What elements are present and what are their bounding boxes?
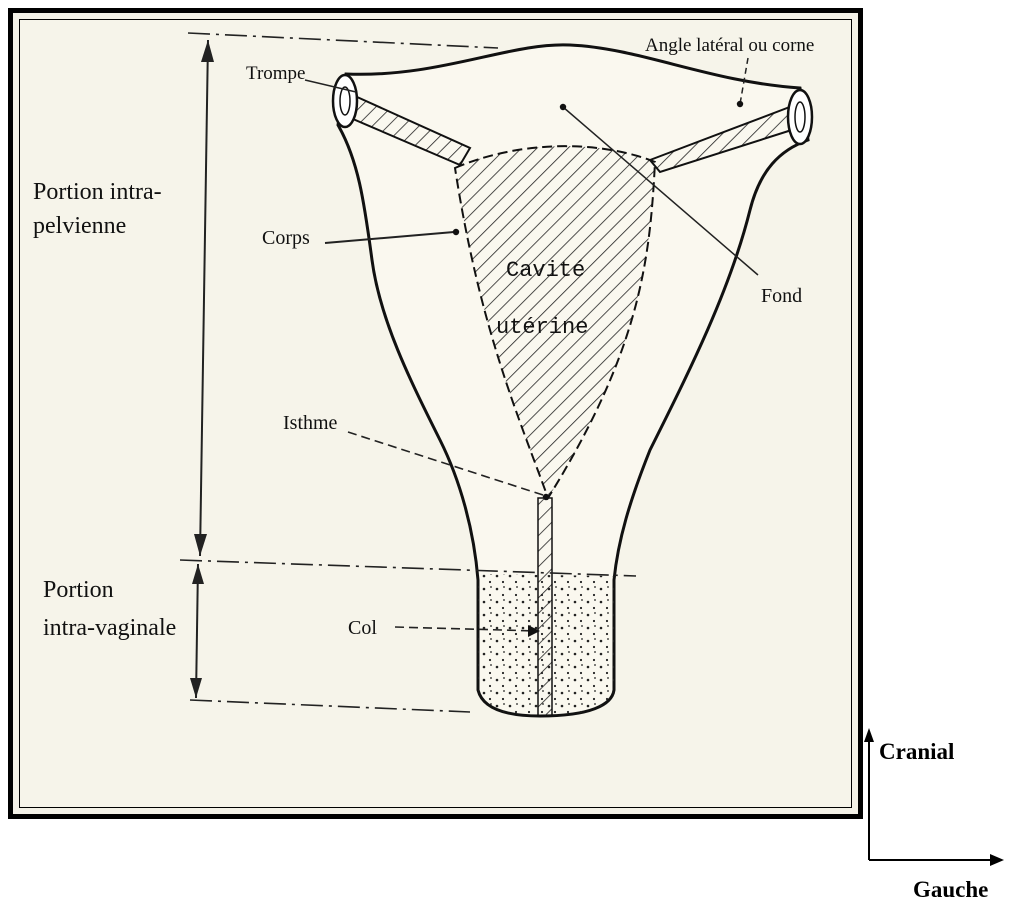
vaginal-arrow-top (192, 564, 204, 584)
label-portion-pelvienne-2: pelvienne (33, 213, 126, 239)
label-corps: Corps (262, 227, 310, 249)
pelvic-portion-arrow (200, 40, 208, 556)
label-cavite-2: utérine (496, 315, 588, 340)
label-trompe: Trompe (246, 63, 305, 84)
top-boundary-line (188, 33, 498, 48)
bottom-boundary-line (190, 700, 470, 712)
label-cavite-1: Cavité (506, 258, 585, 283)
label-cranial: Cranial (879, 739, 954, 764)
pelvic-arrow-bottom (194, 534, 207, 556)
vaginal-arrow-bottom (190, 678, 202, 698)
gauche-arrowhead (990, 854, 1004, 866)
label-isthme: Isthme (283, 412, 338, 434)
pelvic-arrow-top (201, 40, 214, 62)
cervical-canal (538, 498, 552, 716)
right-tube-opening (788, 90, 812, 144)
corps-dot (453, 229, 459, 235)
angle-dot (737, 101, 743, 107)
left-tube-opening (333, 75, 357, 127)
label-gauche: Gauche (913, 877, 988, 901)
label-portion-vaginale-1: Portion (43, 577, 114, 603)
label-fond: Fond (761, 285, 802, 307)
label-col: Col (348, 617, 377, 639)
fond-dot (560, 104, 566, 110)
vaginal-portion-arrow (196, 564, 198, 698)
label-angle: Angle latéral ou corne (645, 35, 814, 56)
label-portion-pelvienne-1: Portion intra- (33, 179, 162, 205)
isthme-dot (543, 494, 549, 500)
cranial-arrowhead (864, 728, 874, 742)
label-portion-vaginale-2: intra-vaginale (43, 615, 176, 641)
